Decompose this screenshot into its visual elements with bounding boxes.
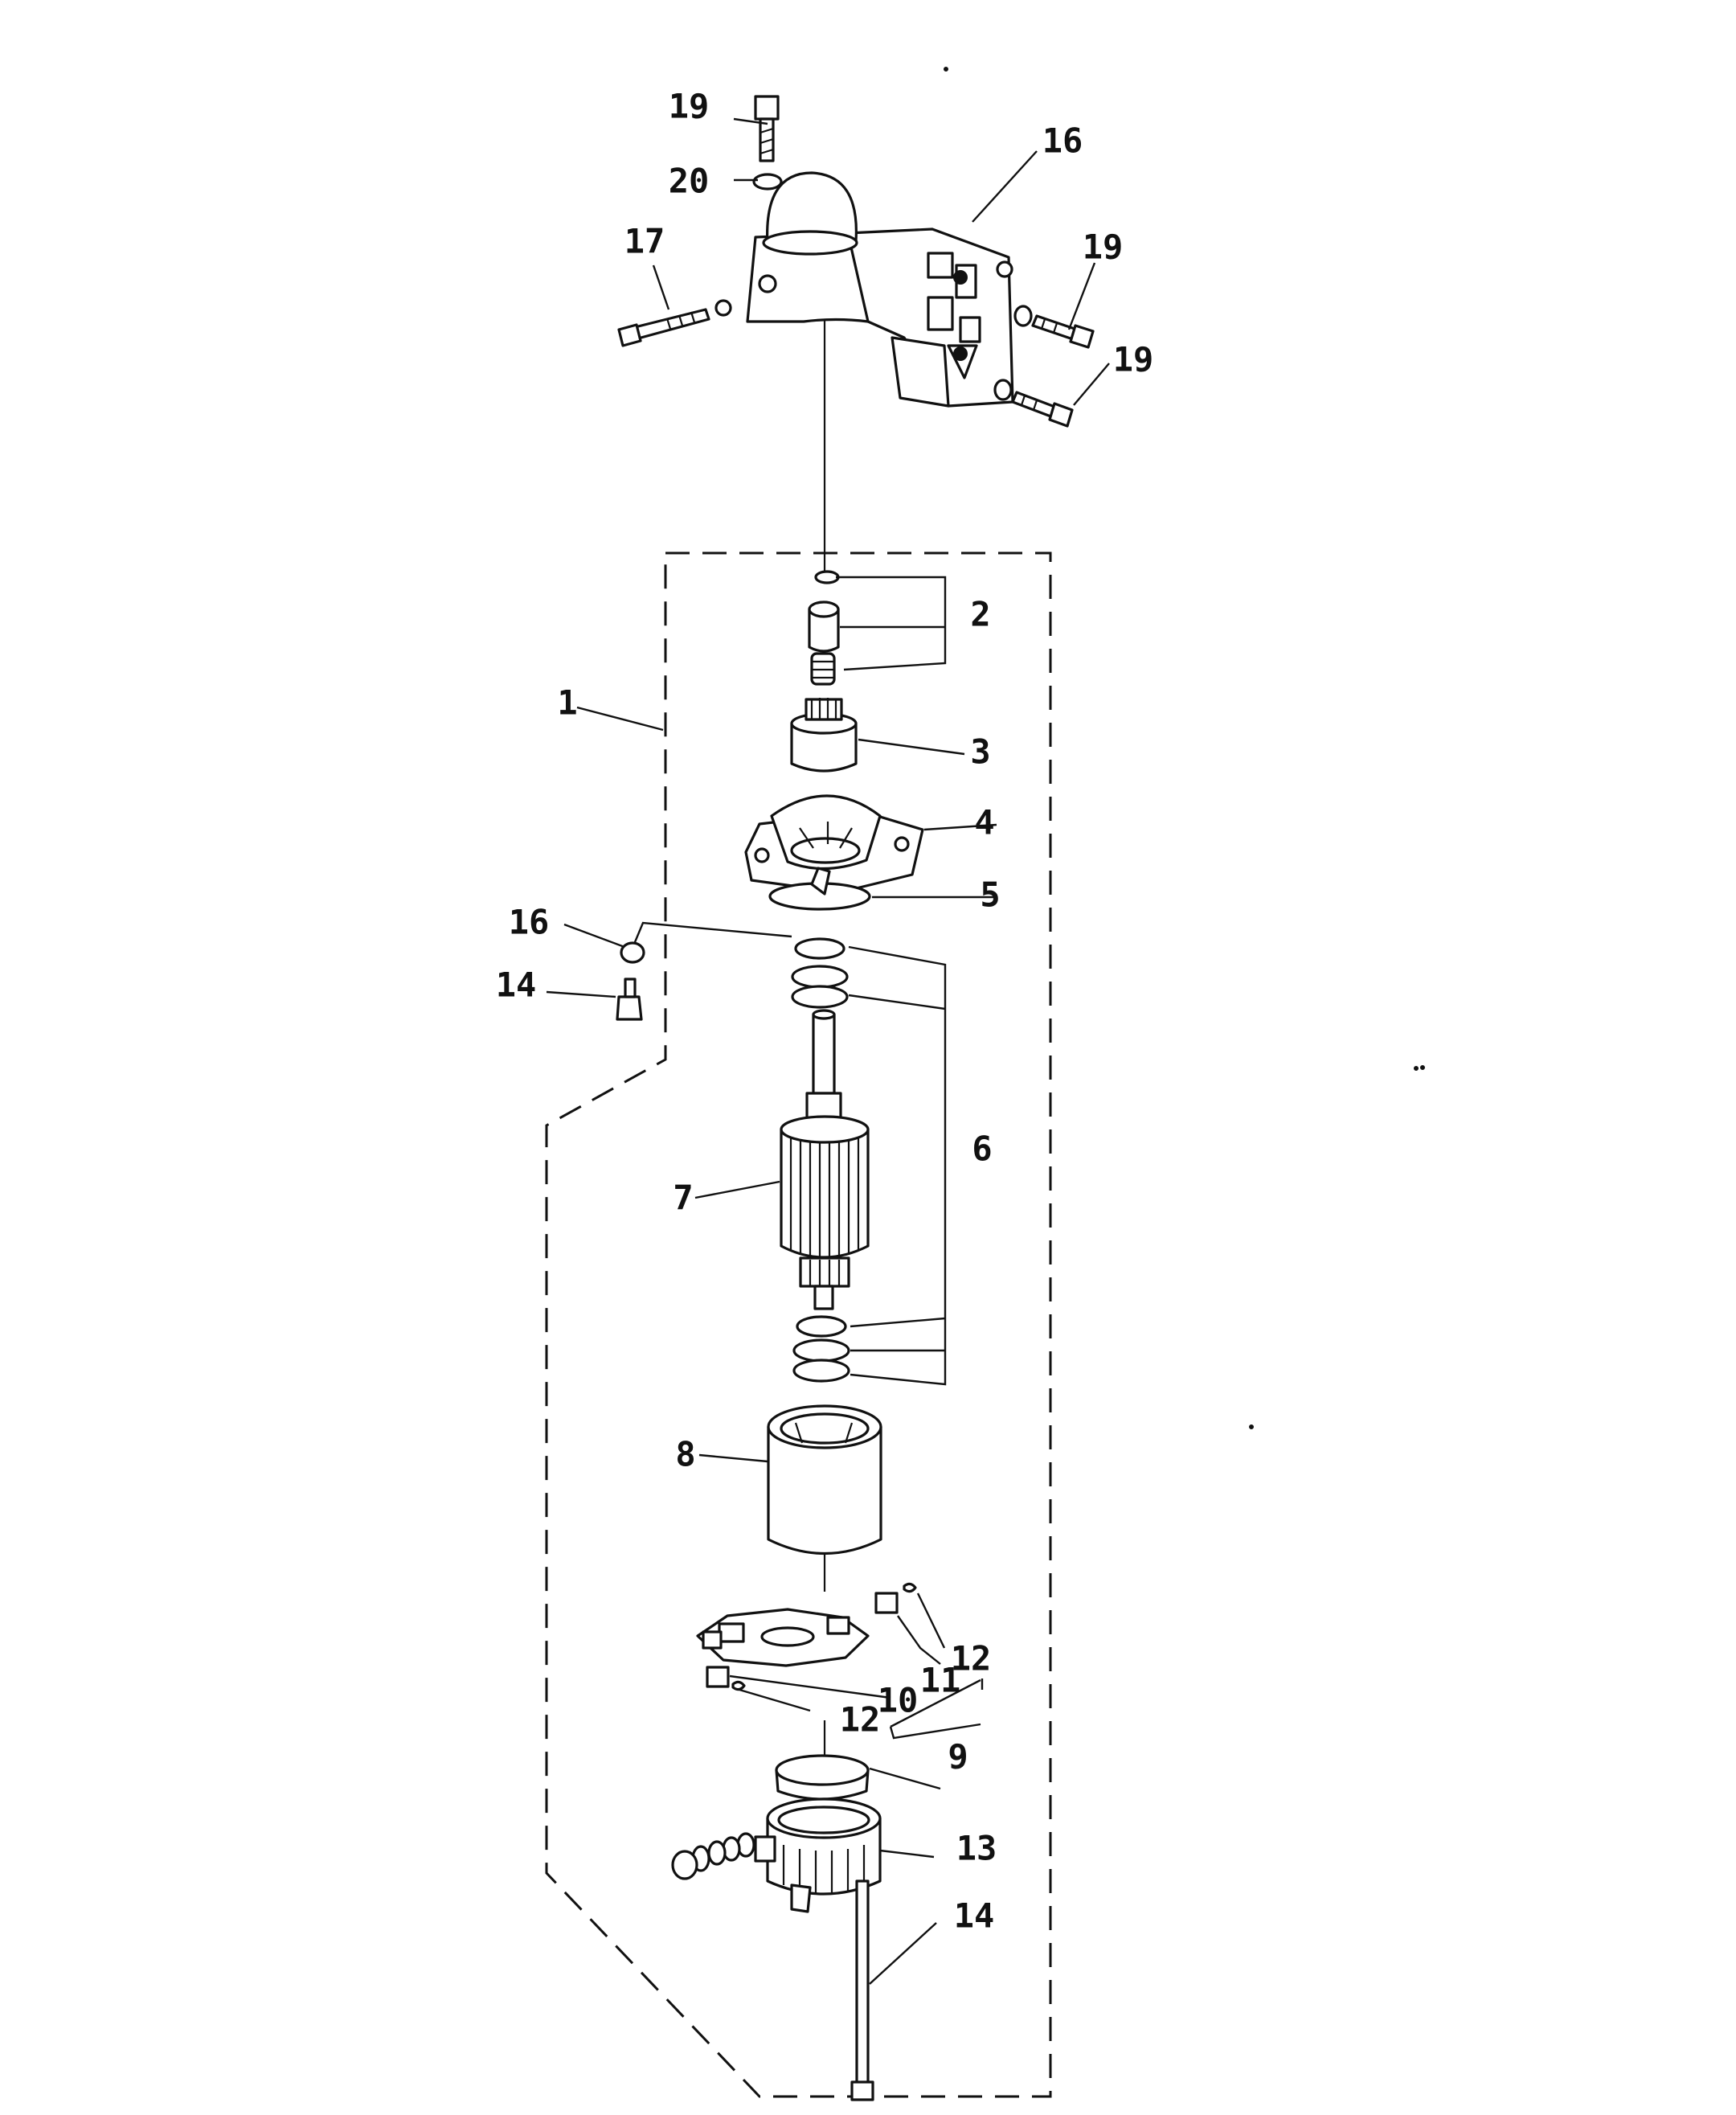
- callout-12-upper: 12: [951, 1639, 992, 1678]
- brush-spring-12-lower: [731, 1680, 746, 1691]
- callout-16: 16: [509, 903, 550, 942]
- pinion-retainer-set: [808, 570, 840, 686]
- bolt-18: [617, 299, 732, 347]
- bolt-19-lower: [993, 379, 1074, 428]
- terminal-hardware: [671, 1832, 755, 1880]
- brush-spring-12-upper: [903, 1582, 917, 1593]
- callout-5: 5: [980, 875, 1000, 915]
- callout-21: 20: [669, 162, 710, 201]
- brush-plate: [696, 1608, 870, 1667]
- screw-15: [616, 978, 643, 1021]
- callout-1: 1: [557, 683, 577, 723]
- callout-14: 14: [954, 1896, 995, 1936]
- commutator-end-cap: [754, 1797, 882, 1913]
- callout-2: 2: [970, 595, 990, 634]
- callout-7: 7: [673, 1178, 693, 1218]
- callout-11: 11: [920, 1661, 961, 1700]
- bolt-20: [754, 95, 780, 162]
- leader-lines: [546, 117, 1110, 1985]
- bolt-19-upper: [1013, 305, 1095, 349]
- washer-21: [752, 173, 783, 191]
- mounting-bracket: [746, 171, 1014, 408]
- thrust-washers-upper: [791, 937, 849, 1009]
- callout-10: 10: [878, 1681, 919, 1720]
- lockwasher-16: [620, 941, 645, 964]
- callout-19-upper: 19: [1083, 227, 1124, 267]
- drive-end-housing: [744, 794, 924, 894]
- callout-3: 3: [970, 732, 990, 772]
- drive-housing-seal: [768, 867, 871, 911]
- callout-4: 4: [974, 803, 994, 842]
- callout-18: 17: [624, 222, 665, 261]
- callout-9: 9: [948, 1737, 968, 1777]
- callout-20: 19: [669, 87, 710, 126]
- through-bolt: [850, 1879, 874, 2101]
- pinion-drive: [790, 698, 858, 773]
- callout-17: 16: [1042, 121, 1083, 161]
- callout-19-lower: 19: [1113, 340, 1154, 379]
- thrust-washers-lower: [792, 1315, 850, 1383]
- field-frame: [767, 1404, 882, 1555]
- armature: [780, 1009, 870, 1310]
- brush-10: [706, 1666, 730, 1688]
- callout-8: 8: [675, 1435, 695, 1474]
- callout-labels: 19 20 17 16 19 19 2 1 3 4 5 16 14 6 7 8 …: [496, 87, 1154, 1936]
- scan-specks: [944, 67, 1425, 1429]
- brush-kit-ring: [775, 1754, 870, 1801]
- callout-12-lower: 12: [840, 1700, 881, 1740]
- brush-11: [874, 1592, 899, 1614]
- assembly-boundary: [545, 551, 1052, 2098]
- callout-15: 14: [496, 965, 537, 1005]
- callout-13: 13: [956, 1829, 997, 1868]
- callout-6: 6: [972, 1129, 992, 1169]
